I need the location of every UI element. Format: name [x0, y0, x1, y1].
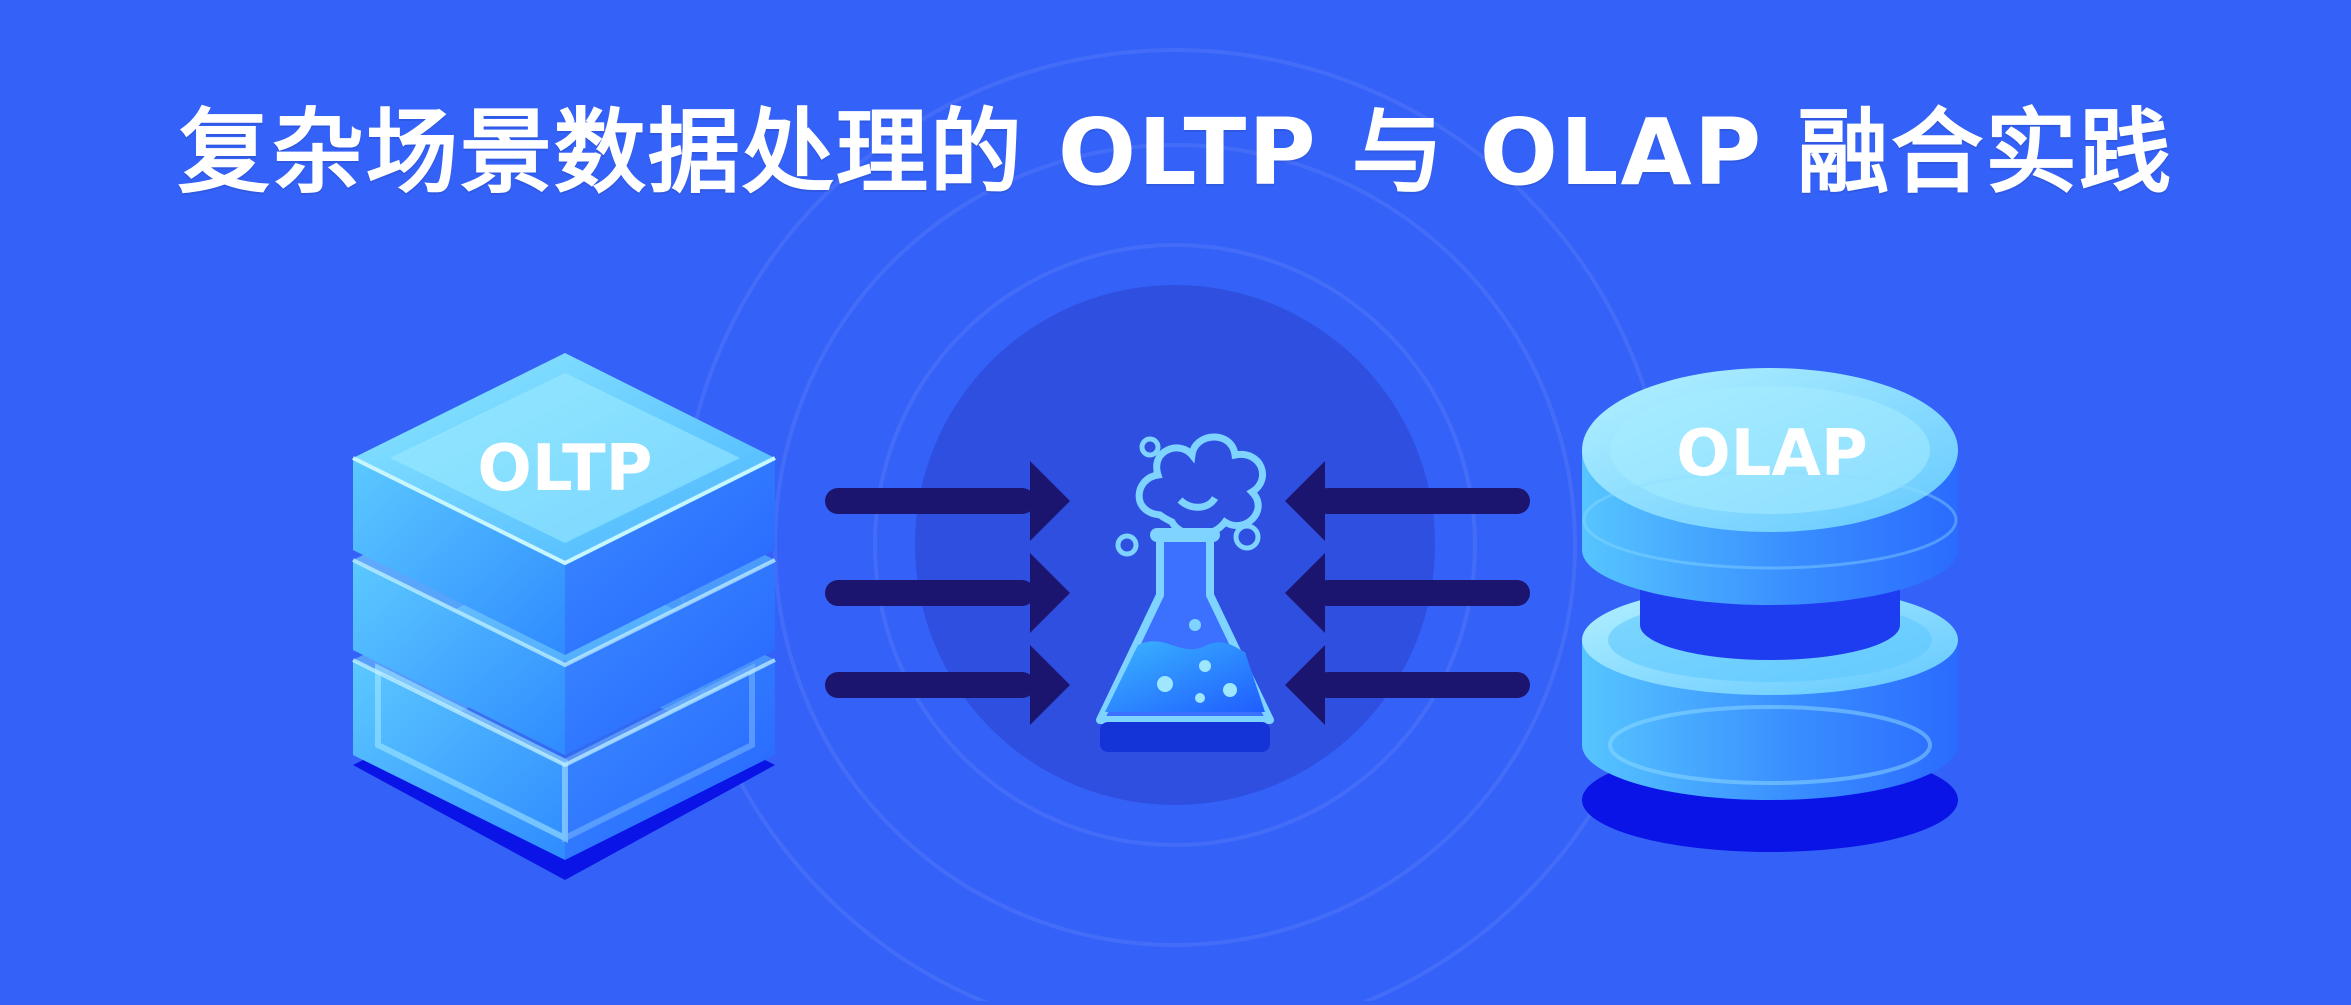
flask-icon: [1096, 433, 1274, 752]
arrow-right-icon: [825, 645, 1070, 725]
olap-database-icon: [1582, 368, 1958, 852]
arrow-right-icon: [825, 553, 1070, 633]
arrow-left-icon: [1285, 461, 1530, 541]
page-title: 复杂场景数据处理的 OLTP 与 OLAP 融合实践: [177, 99, 2174, 206]
left-arrows: [825, 461, 1070, 725]
right-arrows: [1285, 461, 1530, 725]
olap-label: OLAP: [1676, 417, 1868, 491]
oltp-stack-icon: [352, 353, 776, 880]
arrow-left-icon: [1285, 645, 1530, 725]
arrow-right-icon: [825, 461, 1070, 541]
arrow-left-icon: [1285, 553, 1530, 633]
oltp-label: OLTP: [477, 432, 652, 506]
